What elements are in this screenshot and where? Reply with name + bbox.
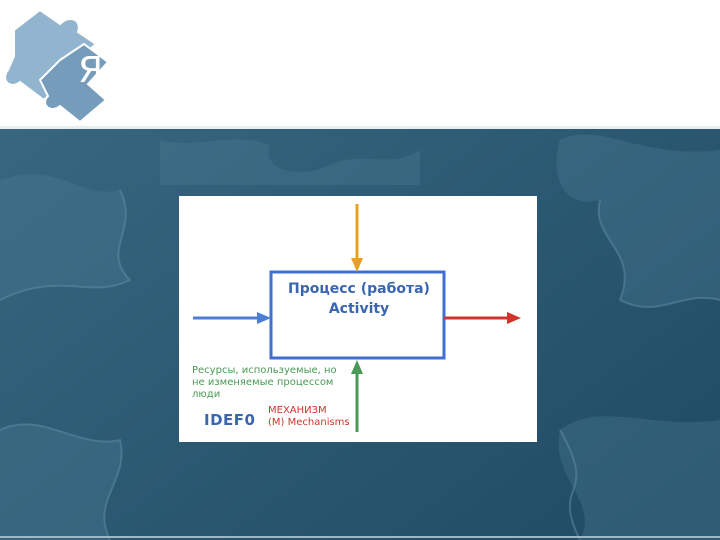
control-arrowhead bbox=[351, 258, 363, 272]
header-divider bbox=[0, 126, 720, 129]
output-arrowhead bbox=[507, 312, 521, 324]
mechanism-label: МЕХАНИЗМ bbox=[268, 405, 327, 416]
mechanism-arrowhead bbox=[351, 360, 363, 374]
input-arrowhead bbox=[257, 312, 271, 324]
activity-box bbox=[269, 270, 446, 360]
activity-subtitle: Activity bbox=[328, 301, 390, 317]
idef0-label: IDEF0 bbox=[204, 411, 256, 429]
footer-divider bbox=[0, 536, 720, 538]
puzzle-logo-icon bbox=[4, 8, 110, 124]
mechanism-sublabel: (M) Mechanisms bbox=[268, 417, 350, 428]
slide-title: Язык описания процесса IDEF0 bbox=[78, 50, 676, 91]
resources-line: Ресурсы, используемые, но bbox=[192, 365, 337, 376]
idef0-diagram bbox=[193, 204, 521, 432]
activity-title: Процесс (работа) bbox=[288, 281, 430, 297]
idef0-diagram-panel: Процесс (работа) Activity Ресурсы, испол… bbox=[179, 196, 537, 442]
resources-line: не изменяемые процессом bbox=[192, 377, 334, 388]
resources-note: Ресурсы, используемые, но не изменяемые … bbox=[192, 365, 337, 401]
resources-line: люди bbox=[192, 389, 221, 400]
